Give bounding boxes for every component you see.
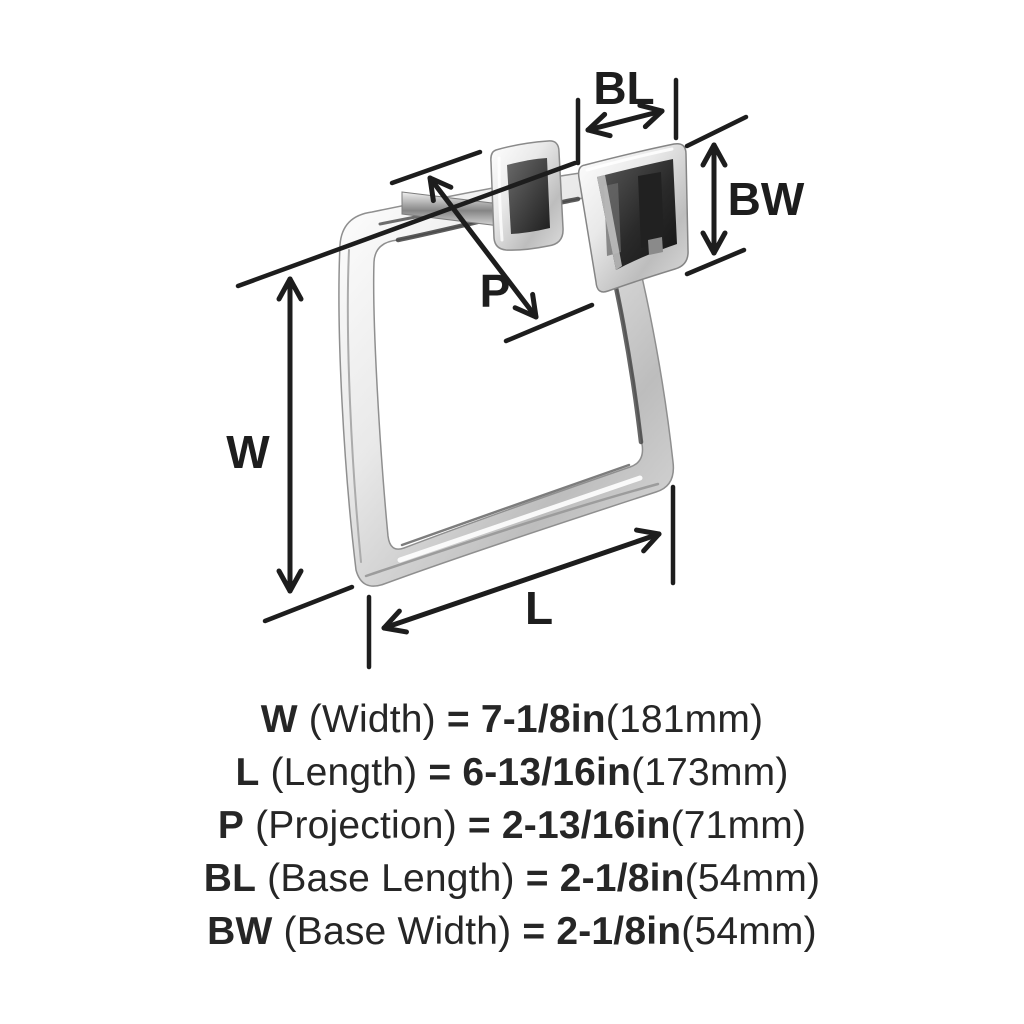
spec-value: 2-13/16in: [501, 804, 671, 847]
spec-metric: (54mm): [684, 857, 821, 900]
p-extension-top: [389, 149, 483, 186]
base-detail-slab-dark: [638, 172, 664, 248]
w-extension-bottom: [262, 584, 355, 624]
spec-line-length: L (Length) = 6-13/16in (173mm): [235, 751, 788, 795]
bl-label: BL: [593, 62, 654, 114]
ring-highlight-bottom: [397, 475, 643, 563]
bw-label: BW: [728, 173, 805, 225]
bw-extension-top: [684, 114, 749, 149]
spec-text-block: W (Width) = 7-1/8in (181mm) L (Length) =…: [0, 698, 1024, 954]
spec-equals: =: [467, 804, 491, 847]
p-label: P: [480, 265, 511, 317]
spec-code: L: [235, 751, 260, 794]
spec-value: 6-13/16in: [462, 751, 632, 794]
spec-equals: =: [446, 698, 470, 741]
spec-code: P: [217, 804, 245, 847]
spec-equals: =: [428, 751, 452, 794]
spec-line-base-width: BW (Base Width) = 2-1/8in (54mm): [207, 910, 817, 954]
spec-value: 2-1/8in: [559, 857, 685, 900]
spec-metric: (54mm): [681, 910, 817, 953]
p-extension-bottom: [503, 302, 595, 344]
spec-metric: (71mm): [670, 804, 807, 847]
spec-equals: =: [525, 857, 549, 900]
spec-value: 7-1/8in: [480, 698, 606, 741]
spec-label: (Base Length): [267, 857, 515, 900]
spec-label: (Width): [308, 698, 436, 741]
spec-line-base-length: BL (Base Length) = 2-1/8in (54mm): [204, 857, 820, 901]
p-arrow: [427, 175, 539, 320]
w-label: W: [226, 426, 270, 478]
spec-label: (Length): [270, 751, 418, 794]
spec-line-projection: P (Projection) = 2-13/16in (71mm): [218, 804, 806, 848]
mount-collar-recess: [507, 158, 550, 234]
spec-line-width: W (Width) = 7-1/8in (181mm): [261, 698, 763, 742]
bw-extension-bottom: [684, 247, 747, 277]
spec-metric: (173mm): [631, 751, 789, 794]
l-arrow: [381, 527, 662, 635]
spec-equals: =: [522, 910, 546, 953]
spec-code: BL: [203, 857, 257, 900]
spec-metric: (181mm): [605, 698, 764, 741]
base-detail-tab: [648, 237, 663, 255]
spec-value: 2-1/8in: [556, 910, 682, 953]
base-rim-highlight: [585, 147, 674, 172]
spec-code: BW: [207, 910, 273, 953]
spec-label: (Projection): [255, 804, 457, 847]
ring-profile-line-left: [346, 249, 362, 563]
base-inner-left-sliver: [597, 175, 622, 270]
spec-code: W: [260, 698, 298, 741]
dimension-lines: [235, 77, 749, 670]
l-label: L: [525, 582, 553, 634]
spec-label: (Base Width): [283, 910, 512, 953]
towel-ring-artwork: [338, 140, 689, 587]
bl-arrow: [585, 102, 665, 139]
